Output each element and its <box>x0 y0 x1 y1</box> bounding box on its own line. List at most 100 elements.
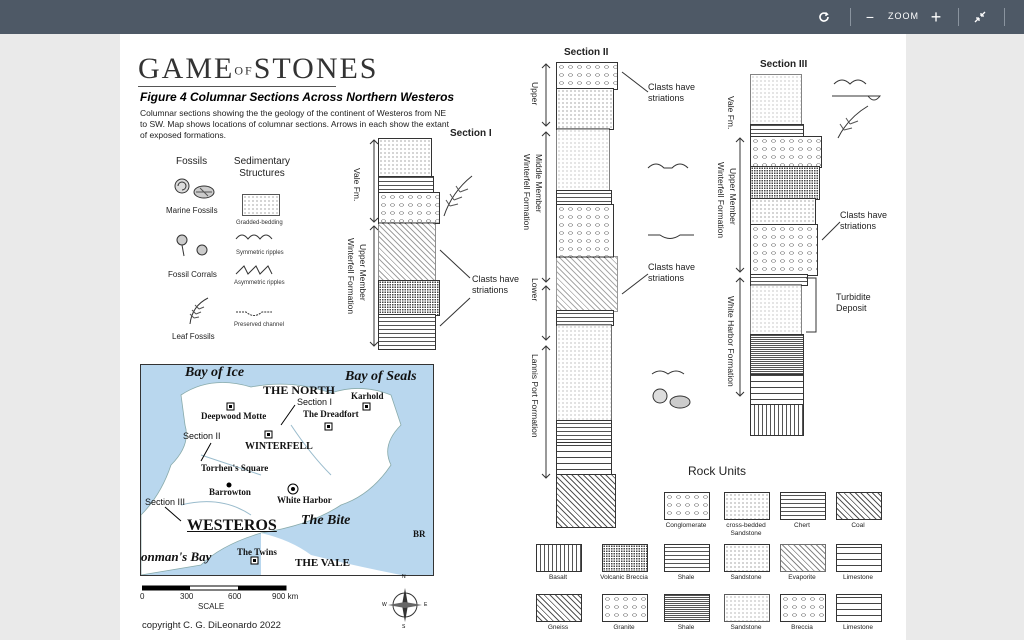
section-3-structures-icons <box>832 79 882 139</box>
section-3-clasts-note: Clasts have striations <box>840 210 888 231</box>
map-label-section-1: Section I <box>297 397 333 407</box>
map-label-winterfell: WINTERFELL <box>245 441 313 452</box>
zoom-out-button[interactable]: − <box>865 9 875 25</box>
map-label-bay-of-seals: Bay of Seals <box>345 369 417 384</box>
preserved-channel-label: Preserved channel <box>234 322 285 328</box>
logo-text: GAME <box>138 52 235 85</box>
section-3-layer <box>750 334 804 376</box>
section-3-layer <box>750 124 804 138</box>
scale-tick-600: 600 <box>228 592 242 601</box>
rock-label: Sandstone <box>730 574 762 581</box>
map-label-westeros: WESTEROS <box>187 517 277 534</box>
logo-text: STONES <box>253 52 379 85</box>
rock-label: Conglomerate <box>665 522 707 529</box>
section-3-white-harbor: White Harbor Formation <box>726 296 736 387</box>
fossil-coral-icon <box>176 234 208 257</box>
section-2-winterfell: Winterfell Formation <box>522 154 532 231</box>
scale-tick-300: 300 <box>180 592 194 601</box>
section-1-leaf-fossil-icon <box>443 175 473 217</box>
section-2-lannis-port: Lannis Port Formation <box>530 354 540 438</box>
logo-underline <box>138 86 336 87</box>
map-label-the-twins: The Twins <box>237 547 277 557</box>
section-2-layer <box>556 420 612 444</box>
rock-units-title: Rock Units <box>688 464 747 478</box>
section-2-pointer-line <box>621 71 649 93</box>
map-label-the-north: THE NORTH <box>263 383 335 397</box>
rock-label: Volcanic Breccia <box>600 574 648 581</box>
map-label-deepwood-motte: Deepwood Motte <box>201 411 267 421</box>
rock-label: Limestone <box>843 574 873 581</box>
refresh-icon[interactable] <box>812 6 836 28</box>
rock-swatch-basalt <box>536 544 582 572</box>
section-3-layer <box>750 284 802 336</box>
section-2-channel-symbol <box>648 234 694 239</box>
rock-swatch-conglomerate <box>664 492 710 520</box>
asymmetric-ripples-label: Asymmetric ripples <box>234 280 285 286</box>
westeros-map: Bay of Ice Bay of Seals THE NORTH Sectio… <box>140 364 434 576</box>
section-1-upper-member: Upper Member <box>358 244 368 301</box>
viewer-toolbar: − ZOOM + <box>0 0 1024 34</box>
section-1-pointer-lines <box>439 249 471 327</box>
logo-text: OF <box>234 63 254 78</box>
section-3-turbidite-note: Turbidite Deposit <box>836 292 871 313</box>
section-3-upper-member: Upper Member <box>728 168 738 225</box>
rock-label: cross-bedded Sandstone <box>726 522 766 537</box>
map-label-ironmans-bay: onman's Bay <box>141 549 212 564</box>
map-label-karhold: Karhold <box>351 391 384 401</box>
map-label-the-dreadfort: The Dreadfort <box>303 409 359 419</box>
section-2-layer <box>556 310 614 326</box>
scale-label: SCALE <box>198 602 225 611</box>
rock-swatch-coal <box>836 492 882 520</box>
toolbar-separator <box>1004 8 1005 26</box>
zoom-in-button[interactable]: + <box>930 6 942 27</box>
rock-label: Granite <box>613 624 635 631</box>
section-3-layer <box>750 198 816 226</box>
section-1-layer <box>378 222 436 282</box>
marine-fossil-icon <box>174 178 215 199</box>
copyright-text: copyright C. G. DiLeonardo 2022 <box>142 620 281 631</box>
section-2-layer <box>556 88 614 130</box>
rock-swatch-volcanic-breccia <box>602 544 648 572</box>
land-shape <box>141 382 402 575</box>
section-1-title: Section I <box>450 128 492 139</box>
rock-swatch-cross-bedded-sandstone <box>724 492 770 520</box>
section-2-marine-fossil-icon <box>651 370 691 409</box>
map-label-bay-of-ice: Bay of Ice <box>185 365 245 380</box>
rock-label: Limestone <box>843 624 873 631</box>
rock-swatch-limestone <box>836 544 882 572</box>
rock-label: Chert <box>794 522 810 529</box>
section-2-arrows <box>541 63 551 479</box>
rock-label: Basalt <box>548 574 568 581</box>
rock-swatch-sandstone <box>724 544 770 572</box>
section-1-clasts-note: Clasts have striations <box>472 274 520 295</box>
section-3-layer <box>750 74 802 126</box>
rock-swatch-sandstone <box>724 594 770 622</box>
section-1-arrows <box>369 139 379 347</box>
section-2-layer <box>556 324 612 422</box>
rock-swatch-limestone <box>836 594 882 622</box>
rock-swatch-evaporite <box>780 544 826 572</box>
section-3-vale-label: Vale Fm. <box>726 96 736 130</box>
rock-label: Coal <box>851 522 865 529</box>
structures-header: Sedimentary Structures <box>233 156 291 179</box>
section-1-layer <box>378 192 440 224</box>
rock-swatch-shale <box>664 594 710 622</box>
section-1-layer <box>378 176 434 194</box>
rock-swatch-breccia <box>780 594 826 622</box>
scale-tick-900: 900 km <box>272 592 299 601</box>
toolbar-separator <box>850 8 851 26</box>
document-page: GAMEOFSTONES Figure 4 Columnar Sections … <box>120 34 906 640</box>
rock-label: Shale <box>677 574 695 581</box>
map-label-br: BR <box>413 529 426 539</box>
section-3-layer <box>750 274 808 286</box>
scale-bar <box>142 585 287 591</box>
leaf-fossil-icon <box>189 297 209 325</box>
game-of-stones-logo: GAMEOFSTONES <box>138 52 379 86</box>
collapse-icon[interactable] <box>970 6 990 28</box>
scale-tick-0: 0 <box>140 592 145 601</box>
rock-label: Gneiss <box>547 624 569 631</box>
section-2-upper-label: Upper <box>530 82 540 106</box>
section-2-layer <box>556 256 618 312</box>
compass-north: N <box>402 574 406 580</box>
map-label-section-3: Section III <box>145 497 186 507</box>
